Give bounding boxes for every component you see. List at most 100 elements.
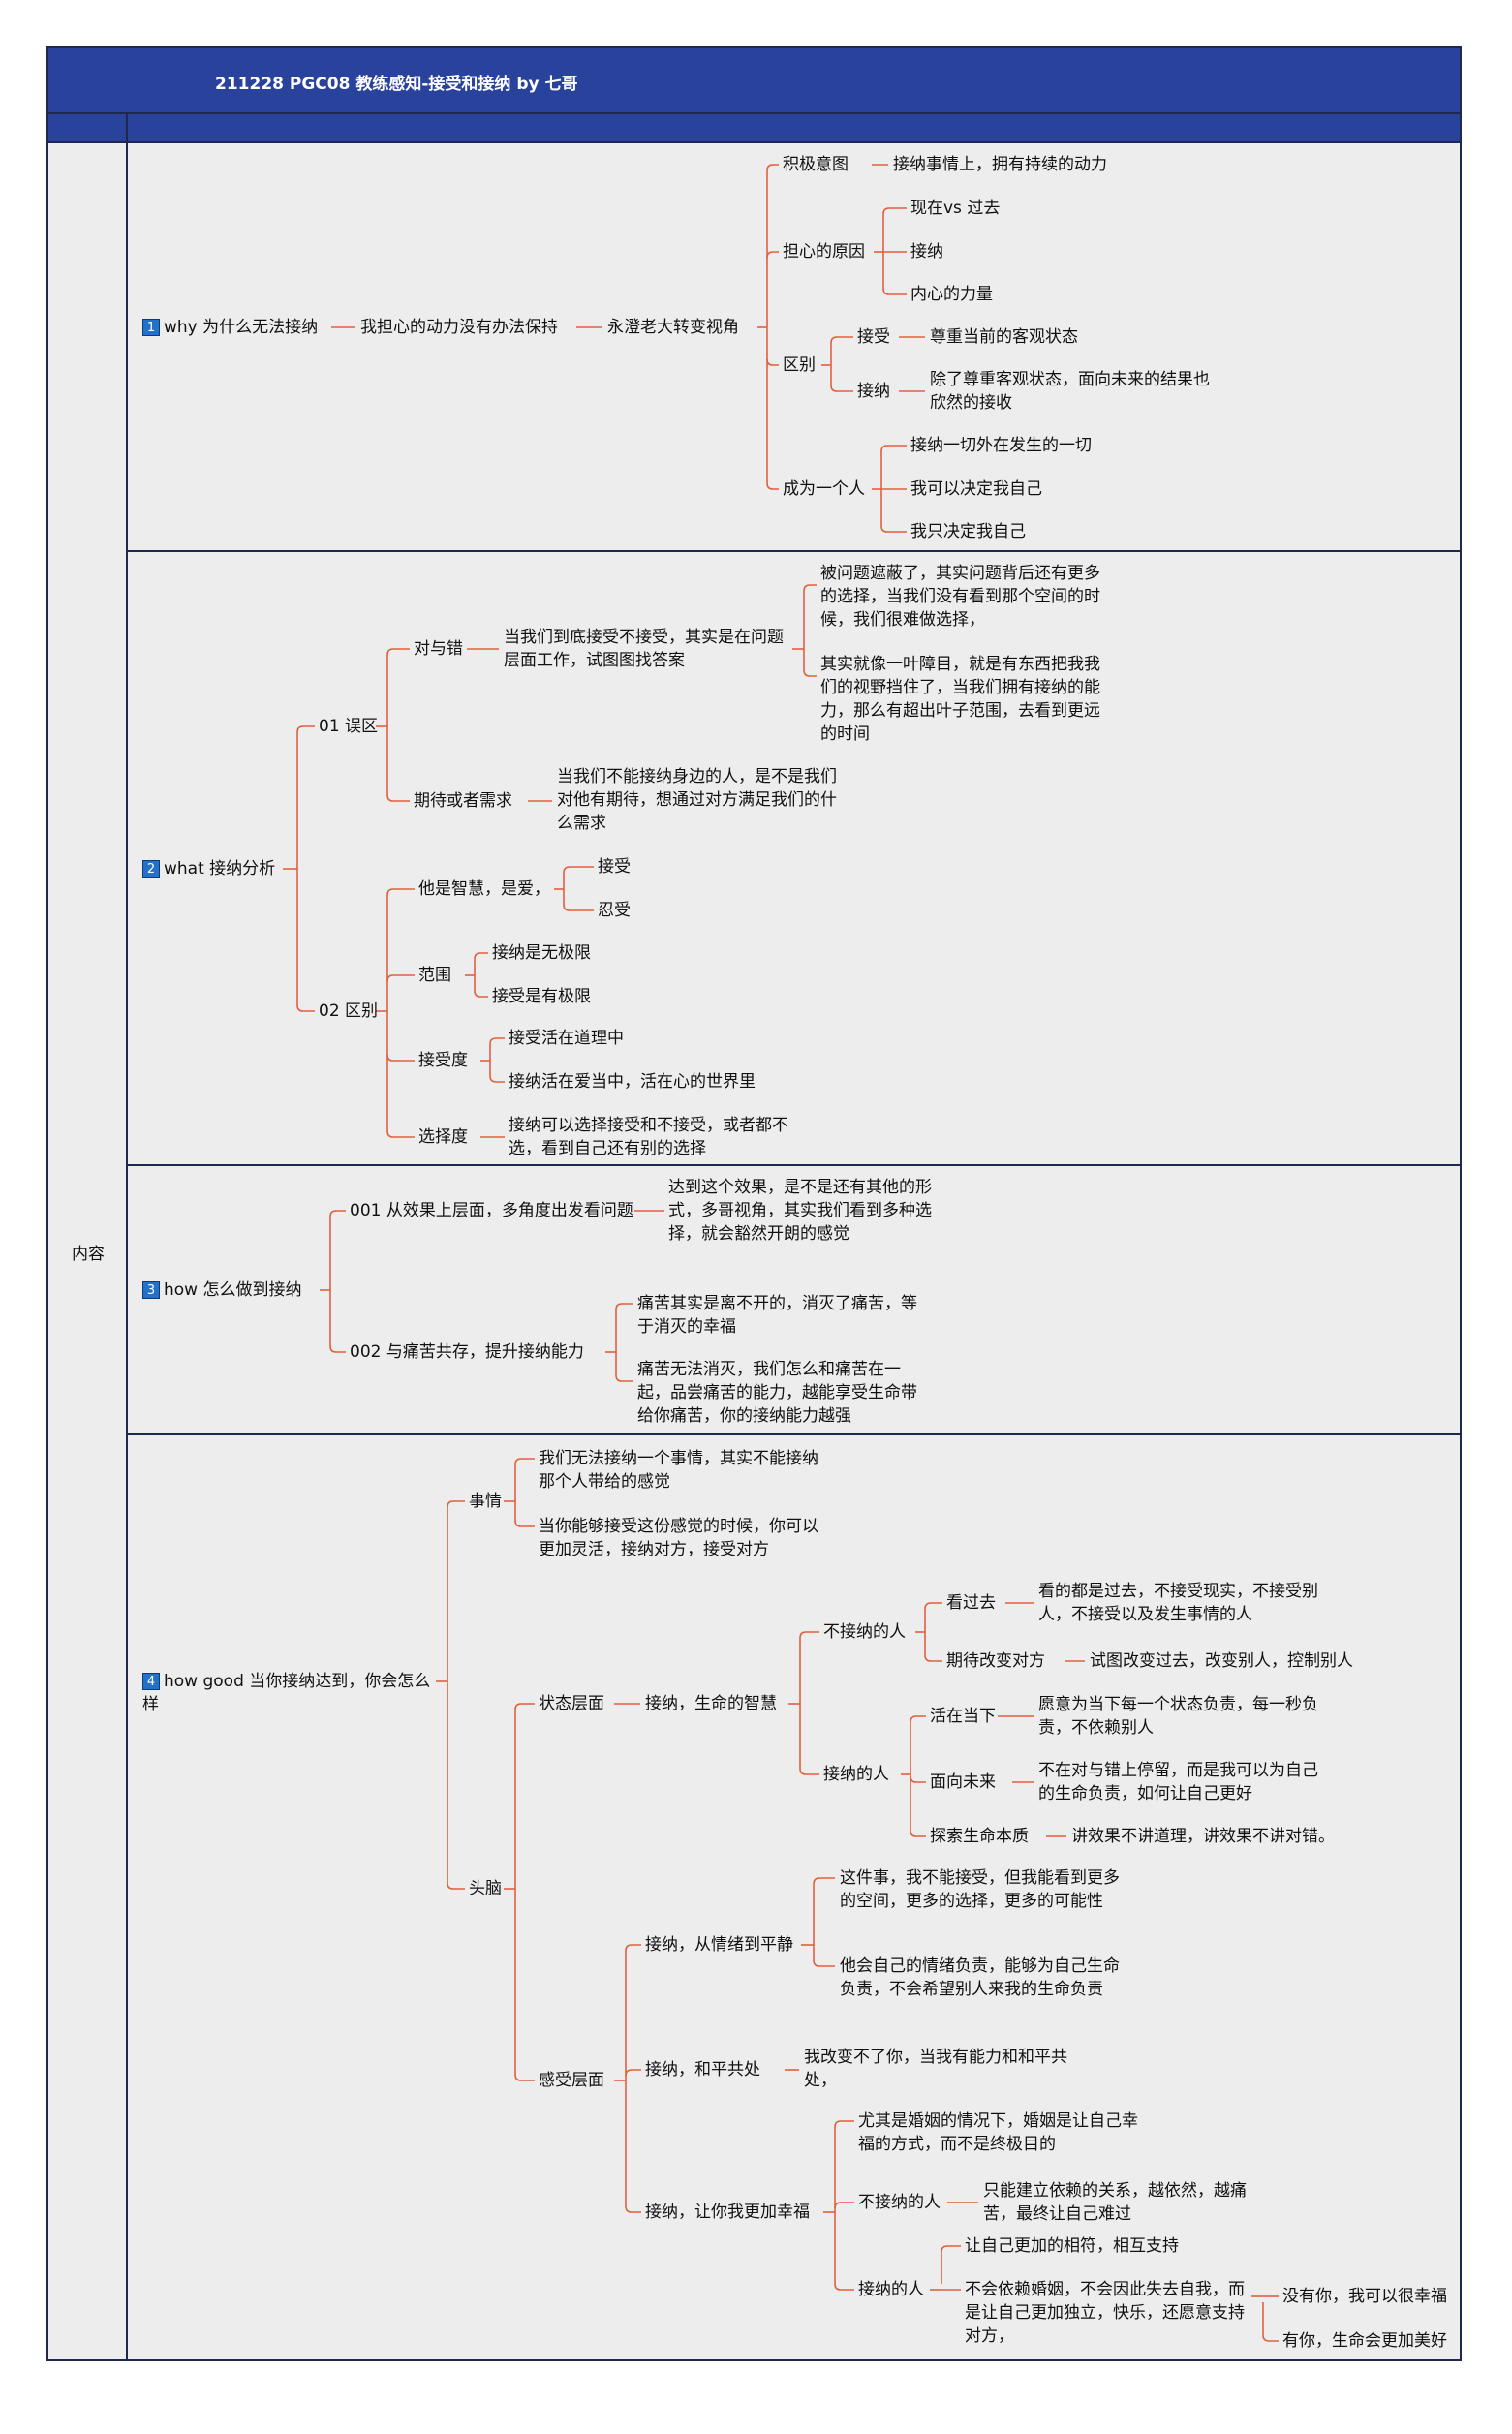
node[interactable]: 期待或者需求 — [414, 791, 512, 811]
node[interactable]: 范围 — [418, 966, 451, 985]
node[interactable]: 成为一个人 — [783, 479, 865, 499]
node[interactable]: 内心的力量 — [910, 285, 993, 304]
node[interactable]: 不会依赖婚姻，不会因此失去自我，而是让自己更加独立，快乐，还愿意支持对方， — [965, 2280, 1245, 2346]
node[interactable]: 让自己更加的相符，相互支持 — [965, 2236, 1179, 2256]
connector-line — [474, 990, 488, 998]
node[interactable]: 活在当下 — [930, 1707, 996, 1726]
node[interactable]: 接受是有极限 — [492, 987, 591, 1006]
node[interactable]: 有你，生命会更加美好 — [1282, 2331, 1447, 2351]
node[interactable]: 选择度 — [418, 1127, 468, 1147]
connector-line — [830, 336, 853, 344]
node[interactable]: 痛苦无法消灭，我们怎么和痛苦在一起，品尝痛苦的能力，越能享受生命带给你痛苦，你的… — [637, 1360, 917, 1426]
node[interactable]: 我改变不了你，当我有能力和和平共处， — [804, 2048, 1067, 2090]
node[interactable]: 02 区别 — [319, 1001, 379, 1021]
node[interactable]: 愿意为当下每一个状态负责，每一秒负责，不依赖别人 — [1038, 1695, 1318, 1738]
node[interactable]: 当你能够接受这份感觉的时候，你可以更加灵活，接纳对方，接受对方 — [539, 1517, 818, 1559]
node[interactable]: 尊重当前的客观状态 — [930, 327, 1078, 347]
node[interactable]: 不接纳的人 — [858, 2193, 941, 2212]
node[interactable]: 没有你，我可以很幸福 — [1282, 2287, 1447, 2306]
node[interactable]: 接受活在道理中 — [509, 1029, 624, 1048]
connector-line — [766, 251, 779, 259]
node[interactable]: 接纳活在爱当中，活在心的世界里 — [509, 1072, 756, 1092]
node[interactable]: 不在对与错上停留，而是我可以为自己的生命负责，如何让自己更好 — [1038, 1761, 1318, 1803]
node[interactable]: 头脑 — [469, 1879, 502, 1898]
node[interactable]: 接纳，和平共处 — [645, 2060, 760, 2080]
node[interactable]: 区别 — [783, 355, 816, 375]
node[interactable]: 我担心的动力没有办法保持 — [360, 318, 558, 337]
node[interactable]: 永澄老大转变视角 — [607, 318, 739, 337]
node[interactable]: 这件事，我不能接受，但我能看到更多的空间，更多的选择，更多的可能性 — [840, 1868, 1120, 1911]
node[interactable]: 积极意图 — [783, 155, 849, 174]
node[interactable]: 接受度 — [418, 1051, 468, 1070]
node[interactable]: 我可以决定我自己 — [910, 479, 1042, 499]
node[interactable]: 试图改变过去，改变别人，控制别人 — [1090, 1651, 1353, 1671]
node[interactable]: 001 从效果上层面，多角度出发看问题 — [350, 1201, 633, 1220]
node[interactable]: 感受层面 — [539, 2071, 604, 2090]
node[interactable]: 接纳一切外在发生的一切 — [910, 436, 1092, 455]
connector-line — [625, 2205, 641, 2213]
node[interactable]: 接纳，让你我更加幸福 — [645, 2203, 810, 2222]
node[interactable]: 002 与痛苦共存，提升接纳能力 — [350, 1342, 584, 1362]
connector-line — [386, 974, 415, 982]
connector-line — [615, 1303, 633, 1310]
node[interactable]: 状态层面 — [539, 1694, 604, 1713]
node[interactable]: 我只决定我自己 — [910, 522, 1026, 541]
connector-line — [296, 725, 315, 733]
node[interactable]: 现在vs 过去 — [910, 199, 1001, 218]
node[interactable]: 我们无法接纳一个事情，其实不能接纳那个人带给的感觉 — [539, 1449, 818, 1492]
connector-line — [447, 1882, 465, 1890]
node[interactable]: 期待改变对方 — [946, 1651, 1045, 1671]
node[interactable]: 对与错 — [414, 639, 463, 659]
node[interactable]: 接纳的人 — [823, 1765, 889, 1784]
node[interactable]: 接纳，生命的智慧 — [645, 1694, 777, 1713]
node[interactable]: 接纳 — [857, 382, 890, 401]
node[interactable]: 担心的原因 — [783, 242, 865, 262]
node[interactable]: 他是智慧，是爱， — [418, 879, 550, 899]
node[interactable]: 忍受 — [598, 901, 631, 920]
side-label: 内容 — [72, 1245, 105, 1263]
node[interactable]: 接纳可以选择接受和不接受，或者都不选，看到自己还有别的选择 — [509, 1116, 788, 1158]
connector-line — [386, 648, 410, 656]
node[interactable]: 不接纳的人 — [823, 1622, 906, 1642]
node[interactable]: 接受 — [857, 327, 890, 347]
node[interactable]: 探索生命本质 — [930, 1827, 1029, 1846]
node[interactable]: 接纳 — [910, 242, 943, 262]
connector-line — [514, 1458, 535, 1465]
node[interactable]: 当我们到底接受不接受，其实是在问题层面工作，试图图找答案 — [504, 628, 784, 670]
node[interactable]: 面向未来 — [930, 1772, 996, 1792]
node[interactable]: 接纳是无极限 — [492, 943, 591, 963]
node[interactable]: 只能建立依赖的关系，越依然，越痛苦，最终让自己难过 — [983, 2181, 1247, 2224]
connector-line — [941, 2245, 961, 2253]
node[interactable]: 痛苦其实是离不开的，消灭了痛苦，等于消灭的幸福 — [637, 1294, 917, 1337]
connector-line — [924, 1654, 942, 1662]
connector-line — [474, 952, 488, 960]
connector-line — [803, 584, 817, 592]
title-bar: 211228 PGC08 教练感知-接受和接纳 by 七哥 — [48, 48, 1460, 114]
node[interactable]: 事情 — [469, 1492, 502, 1511]
node[interactable]: 他会自己的情绪负责，能够为自己生命负责，不会希望别人来我的生命负责 — [840, 1956, 1120, 1999]
node[interactable]: 01 误区 — [319, 717, 379, 736]
row-divider — [128, 1164, 1460, 1166]
node[interactable]: 被问题遮蔽了，其实问题背后还有更多的选择，当我们没有看到那个空间的时候，我们很难… — [820, 564, 1100, 630]
connector-line — [880, 525, 907, 533]
node[interactable]: 接纳事情上，拥有持续的动力 — [893, 155, 1107, 174]
node[interactable]: 接受 — [598, 857, 631, 877]
connector-line — [386, 888, 415, 896]
node[interactable]: 接纳，从情绪到平静 — [645, 1935, 793, 1955]
node[interactable]: 尤其是婚姻的情况下，婚姻是让自己幸福的方式，而不是终极目的 — [858, 2111, 1138, 2154]
connector-line — [329, 1210, 346, 1217]
section-number-badge: 3 — [142, 1281, 160, 1299]
node[interactable]: 接纳的人 — [858, 2280, 924, 2299]
node[interactable]: 看的都是过去，不接受现实，不接受别人，不接受以及发生事情的人 — [1038, 1582, 1318, 1624]
node[interactable]: 看过去 — [946, 1593, 996, 1613]
node[interactable]: 其实就像一叶障目，就是有东西把我我们的视野挡住了，当我们拥有接纳的能力，那么有超… — [820, 655, 1100, 744]
node[interactable]: 讲效果不讲道理，讲效果不讲对错。 — [1071, 1827, 1335, 1846]
node[interactable]: 达到这个效果，是不是还有其他的形式，多哥视角，其实我们看到多种选择，就会豁然开朗… — [668, 1178, 932, 1244]
node[interactable]: 除了尊重客观状态，面向未来的结果也欣然的接收 — [930, 370, 1210, 413]
node[interactable]: 当我们不能接纳身边的人，是不是我们对他有期待，想通过对方满足我们的什么需求 — [557, 767, 837, 833]
connector-line — [834, 2202, 854, 2209]
